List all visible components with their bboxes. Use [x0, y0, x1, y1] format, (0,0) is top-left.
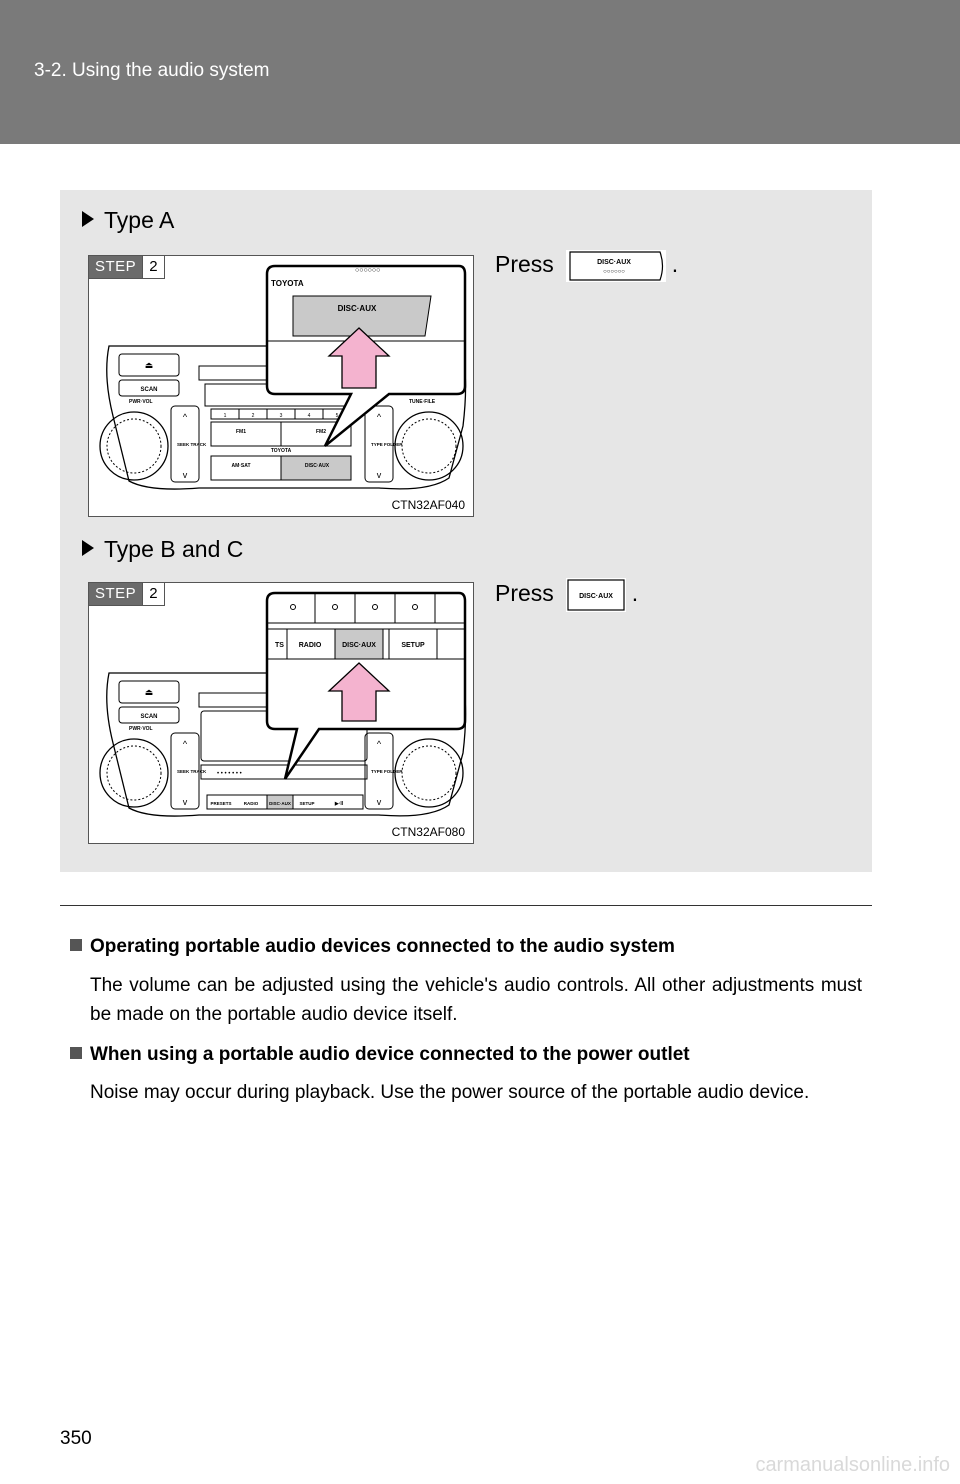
instruction-panel: Type A ⏏ SCAN PWR·VOL TUNE·FILE ^ v SEEK… — [60, 190, 872, 872]
square-bullet-icon — [70, 939, 82, 951]
svg-text:DISC·AUX: DISC·AUX — [269, 801, 291, 806]
figure-type-bc: ⏏ SCAN PWR·VOL TUNE·SCROLL ^ v SEEK TRAC… — [88, 582, 474, 844]
svg-text:v: v — [377, 470, 382, 480]
press-text: Press — [495, 580, 554, 607]
seek-track-label: SEEK TRACK — [177, 442, 207, 447]
svg-text:v: v — [183, 797, 188, 807]
type-bc-heading-text: Type B and C — [104, 536, 244, 562]
figure-code: CTN32AF040 — [391, 498, 465, 512]
step-tag: STEP 2 — [89, 583, 165, 606]
svg-text:SEEK TRACK: SEEK TRACK — [177, 769, 207, 774]
type-a-heading-text: Type A — [104, 207, 175, 233]
svg-text:2: 2 — [252, 413, 255, 419]
type-bc-heading: Type B and C — [82, 536, 243, 563]
step-tag: STEP 2 — [89, 256, 165, 279]
tune-file-label: TUNE·FILE — [409, 399, 436, 405]
svg-text:RADIO: RADIO — [244, 801, 259, 806]
scan-label: SCAN — [140, 387, 157, 393]
watermark: carmanualsonline.info — [755, 1454, 950, 1476]
svg-text:3: 3 — [280, 413, 283, 419]
svg-text:TOYOTA: TOYOTA — [271, 448, 292, 454]
svg-text:^: ^ — [377, 739, 382, 749]
pwr-vol-label: PWR·VOL — [129, 399, 153, 405]
svg-text:AM·SAT: AM·SAT — [231, 463, 250, 469]
svg-text:4: 4 — [308, 413, 311, 419]
disc-aux-button-icon: DISC·AUX — [565, 578, 626, 612]
svg-text:RADIO: RADIO — [299, 642, 322, 649]
svg-text:SETUP: SETUP — [299, 801, 314, 806]
section-divider — [60, 905, 872, 906]
triangle-bullet-icon — [82, 540, 94, 556]
press-period: . — [631, 580, 639, 607]
svg-text:• • • • • • •: • • • • • • • — [217, 771, 242, 777]
note-body-1: The volume can be adjusted using the veh… — [90, 975, 862, 1025]
note-heading-1: Operating portable audio devices connect… — [70, 936, 675, 958]
bubble-brand-label: TOYOTA — [271, 279, 304, 288]
step-label: STEP — [89, 583, 143, 605]
step-number: 2 — [142, 583, 164, 605]
svg-text:▶·II: ▶·II — [334, 801, 344, 807]
step-number: 2 — [142, 256, 164, 278]
audio-unit-type-bc-illustration: ⏏ SCAN PWR·VOL TUNE·SCROLL ^ v SEEK TRAC… — [99, 591, 467, 817]
svg-text:SCAN: SCAN — [140, 714, 157, 720]
type-folder-label: TYPE FOLDER — [371, 442, 403, 447]
press-instruction-a: Press DISC·AUX ○○○○○○ . — [495, 250, 678, 282]
press-instruction-bc: Press DISC·AUX . — [495, 578, 638, 612]
preset-buttons: 1 2 3 4 5 — [210, 408, 352, 420]
figure-type-a: ⏏ SCAN PWR·VOL TUNE·FILE ^ v SEEK TRACK … — [88, 255, 474, 517]
press-arrow-icon — [327, 662, 391, 722]
section-title: 3-2. Using the audio system — [34, 60, 270, 81]
press-period: . — [671, 251, 679, 278]
audio-unit-type-a-illustration: ⏏ SCAN PWR·VOL TUNE·FILE ^ v SEEK TRACK … — [99, 264, 467, 490]
note-body-2: Noise may occur during playback. Use the… — [90, 1082, 810, 1103]
svg-text:DISC·AUX: DISC·AUX — [579, 593, 613, 600]
press-arrow-icon — [327, 327, 391, 389]
svg-text:⏏: ⏏ — [145, 360, 154, 370]
svg-text:v: v — [377, 797, 382, 807]
svg-text:⏏: ⏏ — [145, 687, 154, 697]
disc-aux-button-icon: DISC·AUX ○○○○○○ — [565, 250, 666, 282]
note-heading-text: Operating portable audio devices connect… — [90, 936, 675, 957]
page-number: 350 — [60, 1428, 92, 1449]
figure-code: CTN32AF080 — [391, 825, 465, 839]
svg-text:TYPE FOLDER: TYPE FOLDER — [371, 769, 403, 774]
svg-text:TS: TS — [275, 642, 284, 649]
note-heading-text: When using a portable audio device conne… — [90, 1044, 690, 1065]
press-text: Press — [495, 251, 554, 278]
svg-text:DISC·AUX: DISC·AUX — [597, 259, 631, 266]
svg-text:SETUP: SETUP — [401, 642, 425, 649]
svg-text:FM1: FM1 — [236, 429, 246, 435]
svg-text:PWR·VOL: PWR·VOL — [129, 726, 153, 732]
step-label: STEP — [89, 256, 143, 278]
svg-text:DISC·AUX: DISC·AUX — [305, 463, 330, 469]
square-bullet-icon — [70, 1047, 82, 1059]
svg-text:^: ^ — [183, 739, 188, 749]
svg-text:○○○○○○: ○○○○○○ — [603, 269, 625, 275]
svg-text:1: 1 — [224, 413, 227, 419]
svg-text:^: ^ — [183, 412, 188, 422]
triangle-bullet-icon — [82, 211, 94, 227]
page-header: 3-2. Using the audio system — [0, 0, 960, 144]
svg-text:DISC·AUX: DISC·AUX — [342, 642, 376, 649]
note-heading-2: When using a portable audio device conne… — [70, 1044, 690, 1066]
svg-text:PRESETS: PRESETS — [210, 801, 231, 806]
svg-text:v: v — [183, 470, 188, 480]
svg-text:○○○○○○: ○○○○○○ — [355, 267, 380, 274]
bubble-disc-aux-label: DISC·AUX — [338, 304, 377, 313]
type-a-heading: Type A — [82, 207, 174, 234]
svg-text:5: 5 — [336, 413, 339, 419]
svg-text:^: ^ — [377, 412, 382, 422]
svg-text:FM2: FM2 — [316, 429, 326, 435]
